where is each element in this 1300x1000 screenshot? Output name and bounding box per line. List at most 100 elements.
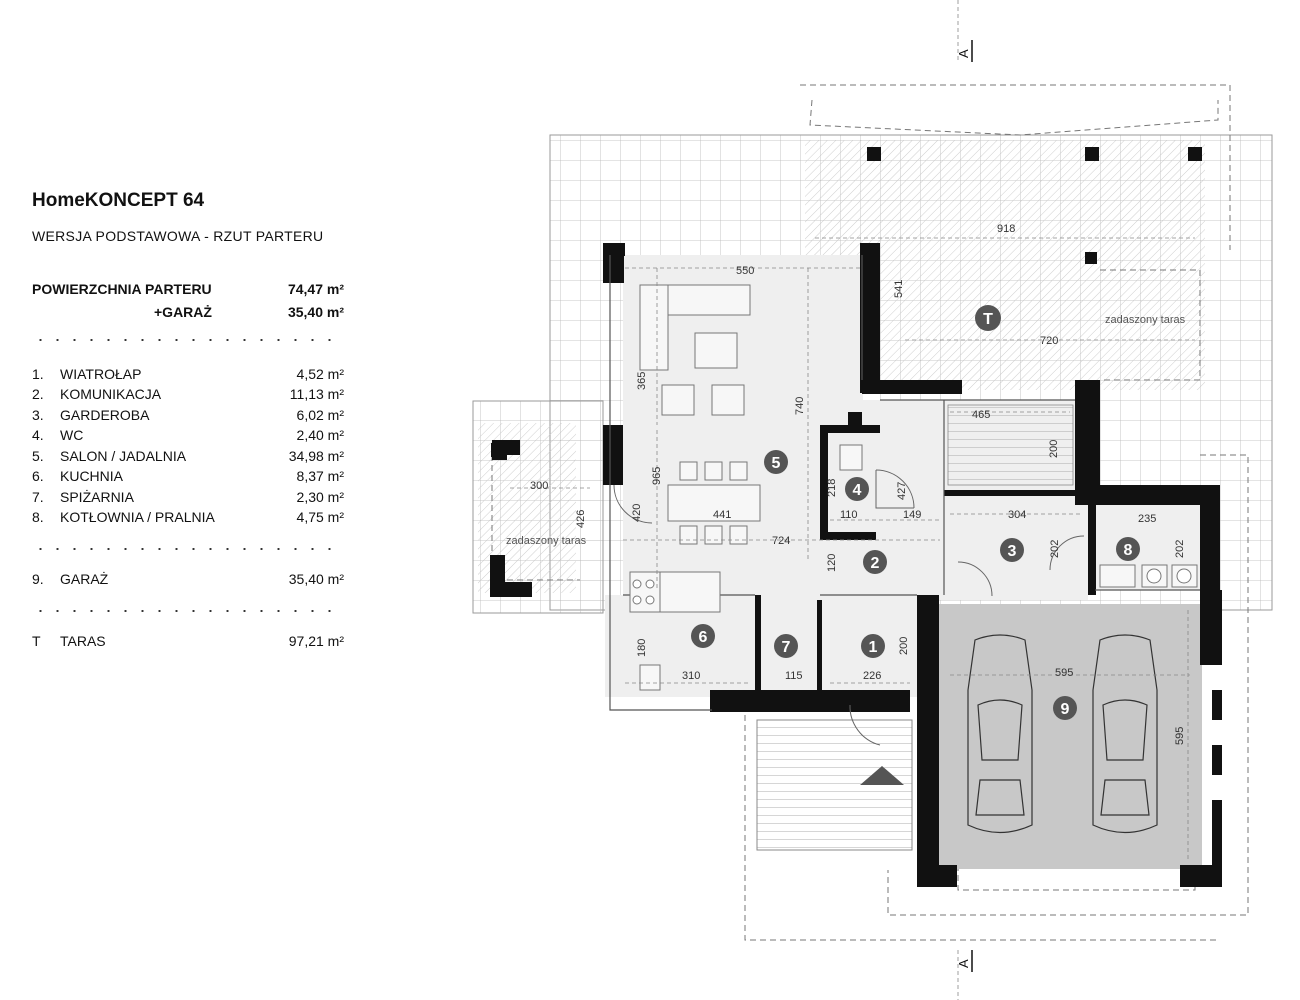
room-number: 5.	[32, 448, 44, 464]
room-marker-9: 9	[1053, 696, 1077, 720]
room-name: KUCHNIA	[60, 468, 124, 484]
room-marker-8: 8	[1116, 537, 1140, 561]
interior-stairs	[947, 404, 1074, 486]
divider	[32, 610, 344, 612]
dim-label: 420	[631, 504, 643, 522]
room-area: 34,98 m²	[288, 448, 344, 464]
ground-floor-label: POWIERZCHNIA PARTERU	[32, 281, 212, 297]
covered-terrace-label: zadaszony taras	[1105, 314, 1186, 326]
room-area: 4,75 m²	[296, 509, 344, 525]
dim-label: 595	[1174, 727, 1186, 745]
room-markers: 1 2 3 4 5 6 7 8	[691, 305, 1140, 720]
divider	[32, 548, 344, 550]
dim-label: 550	[736, 265, 754, 277]
terrace-row: T TARAS 97,21 m²	[32, 633, 344, 651]
room-row: 8. KOTŁOWNIA / PRALNIA 4,75 m²	[32, 509, 344, 527]
dim-label: 740	[794, 397, 806, 415]
room-number: 1.	[32, 366, 44, 382]
room-number: 6.	[32, 468, 44, 484]
divider	[32, 339, 344, 341]
room-area: 2,30 m²	[296, 489, 344, 505]
svg-text:3: 3	[1008, 543, 1017, 560]
room-marker-5: 5	[764, 450, 788, 474]
dim-label: 115	[785, 670, 803, 682]
door-swings	[613, 469, 1085, 746]
room-area: 6,02 m²	[296, 407, 344, 423]
dim-label: 226	[863, 670, 881, 682]
dim-label: 304	[1008, 509, 1026, 521]
dim-label: 310	[682, 670, 700, 682]
dim-label: 720	[1040, 335, 1058, 347]
room-name: KOTŁOWNIA / PRALNIA	[60, 509, 215, 525]
dim-label: 149	[903, 509, 921, 521]
dimension-labels: 918 720 541 550 365 740 965 465 200 218 …	[530, 223, 1186, 745]
room-row: 7. SPIŻARNIA 2,30 m²	[32, 489, 344, 507]
dim-label: 426	[575, 510, 587, 528]
room-name: SALON / JADALNIA	[60, 448, 187, 464]
room-area: 97,21 m²	[288, 633, 344, 649]
room-area: 11,13 m²	[289, 386, 344, 402]
svg-text:1: 1	[869, 639, 878, 656]
room-area: 2,40 m²	[296, 427, 344, 443]
covered-terrace-labels: zadaszony taras zadaszony taras	[506, 314, 1186, 547]
dim-label: 202	[1174, 540, 1186, 558]
garage-area-row: +GARAŻ 35,40 m²	[32, 304, 344, 322]
room-number: 7.	[32, 489, 44, 505]
covered-terrace-label: zadaszony taras	[506, 535, 587, 547]
ground-floor-value: 74,47 m²	[287, 281, 344, 297]
dim-label: 465	[972, 409, 990, 421]
room-name: GARDEROBA	[60, 407, 150, 423]
room-marker-6: 6	[691, 624, 715, 648]
dim-label: 120	[826, 554, 838, 572]
room-row: 3. GARDEROBA 6,02 m²	[32, 407, 344, 425]
room-number: 2.	[32, 386, 44, 402]
svg-text:8: 8	[1124, 542, 1133, 559]
room-name: TARAS	[60, 633, 106, 649]
dim-label: 365	[636, 372, 648, 390]
room-number: 9.	[32, 571, 44, 587]
svg-text:T: T	[983, 311, 993, 328]
room-row: 2. KOMUNIKACJA 11,13 m²	[32, 386, 344, 404]
room-row: 1. WIATROŁAP 4,52 m²	[32, 366, 344, 384]
svg-text:6: 6	[699, 629, 708, 646]
dim-label: 724	[772, 535, 790, 547]
dim-label: 180	[636, 639, 648, 657]
room-name: WIATROŁAP	[60, 366, 142, 382]
dim-label: 965	[651, 467, 663, 485]
room-number: T	[32, 633, 41, 649]
dim-label: 218	[826, 479, 838, 497]
plan-subtitle: WERSJA PODSTAWOWA - RZUT PARTERU	[32, 228, 324, 244]
room-marker-3: 3	[1000, 538, 1024, 562]
garage-plus-label: +GARAŻ	[154, 304, 212, 320]
ground-floor-area-row: POWIERZCHNIA PARTERU 74,47 m²	[32, 281, 344, 299]
room-marker-terrace: T	[975, 305, 1001, 331]
dim-label: 200	[898, 637, 910, 655]
entrance-arrow-icon	[860, 766, 904, 785]
exterior-walls	[603, 243, 1222, 887]
room-number: 8.	[32, 509, 44, 525]
section-mark-bottom: A	[956, 959, 971, 968]
dim-label: 595	[1055, 667, 1073, 679]
room-row: 4. WC 2,40 m²	[32, 427, 344, 445]
dim-label: 918	[997, 223, 1015, 235]
svg-text:2: 2	[871, 555, 880, 572]
dim-label: 202	[1049, 540, 1061, 558]
dimension-lines	[510, 0, 1195, 1000]
dim-label: 200	[1048, 440, 1060, 458]
svg-text:4: 4	[853, 482, 862, 499]
garage-row: 9. GARAŻ 35,40 m²	[32, 571, 344, 589]
svg-text:5: 5	[772, 455, 781, 472]
room-marker-7: 7	[774, 634, 798, 658]
svg-text:7: 7	[782, 639, 791, 656]
dim-label: 110	[840, 509, 858, 521]
room-area: 35,40 m²	[288, 571, 344, 587]
room-area: 4,52 m²	[296, 366, 344, 382]
room-name: GARAŻ	[60, 571, 109, 587]
terrace-columns	[490, 147, 1202, 597]
project-title: HomeKONCEPT 64	[32, 190, 205, 211]
garage-plus-value: 35,40 m²	[287, 304, 344, 320]
dim-label: 300	[530, 480, 548, 492]
room-name: SPIŻARNIA	[60, 489, 134, 505]
appliances	[632, 568, 1192, 605]
